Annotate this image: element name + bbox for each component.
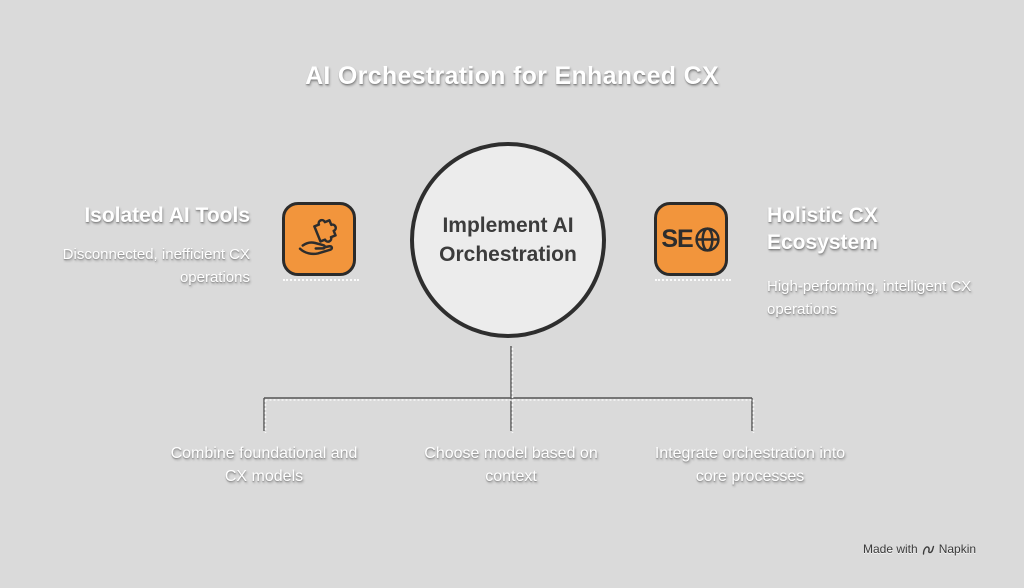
step-choose-model: Choose model based on context xyxy=(424,445,598,485)
watermark-prefix: Made with xyxy=(863,542,918,556)
seo-icon-text: SE xyxy=(661,224,693,253)
right-subtitle: High-performing, intelligent CX operatio… xyxy=(767,278,972,318)
step-integrate-orchestration: Integrate orchestration into core proces… xyxy=(654,445,846,485)
right-heading: Holistic CX Ecosystem xyxy=(767,204,878,255)
hand-puzzle-glyph xyxy=(298,218,337,256)
page-title: AI Orchestration for Enhanced CX xyxy=(305,62,719,90)
center-node: Implement AI Orchestration xyxy=(410,142,606,338)
pen-icon xyxy=(922,545,934,555)
left-heading: Isolated AI Tools xyxy=(84,204,250,227)
globe-glyph xyxy=(695,226,720,252)
watermark-brand: Napkin xyxy=(938,542,977,556)
hand-puzzle-icon xyxy=(282,202,359,281)
step-combine-models: Combine foundational and CX models xyxy=(170,445,358,485)
seo-globe-icon: SE xyxy=(654,202,731,281)
napkin-watermark: Made with Napkin xyxy=(863,542,976,556)
left-subtitle: Disconnected, inefficient CX operations xyxy=(62,246,250,286)
center-node-label: Implement AI Orchestration xyxy=(439,213,577,266)
